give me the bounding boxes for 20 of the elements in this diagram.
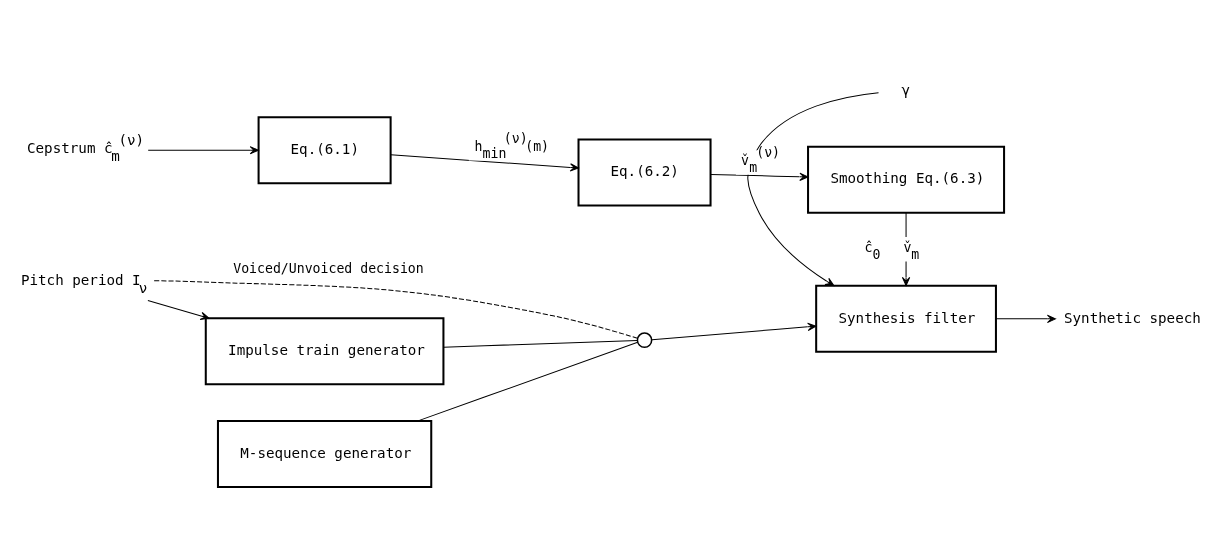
node-box: M-sequence generator [216,419,433,488]
node-box: Synthesis filter [815,284,997,353]
connector [153,279,638,339]
arrow [390,153,579,172]
node-text: Synthetic speech [1063,309,1201,326]
connector [417,341,639,421]
node-box: Eq.(6.1) [257,115,392,184]
arrow [147,299,210,320]
arrow [651,322,817,340]
arrow [747,91,880,286]
connector [443,339,638,348]
node-box: Eq.(6.2) [577,138,712,207]
node-box: Smoothing Eq.(6.3) [807,145,1006,214]
arrow [995,314,1057,323]
node-circle [636,331,653,348]
node-box: Impulse train generator [204,316,445,385]
edge-label: Voiced/Unvoiced decision [233,260,424,276]
arrow [710,172,809,181]
node-text: γ [901,81,911,98]
arrow [147,145,259,154]
